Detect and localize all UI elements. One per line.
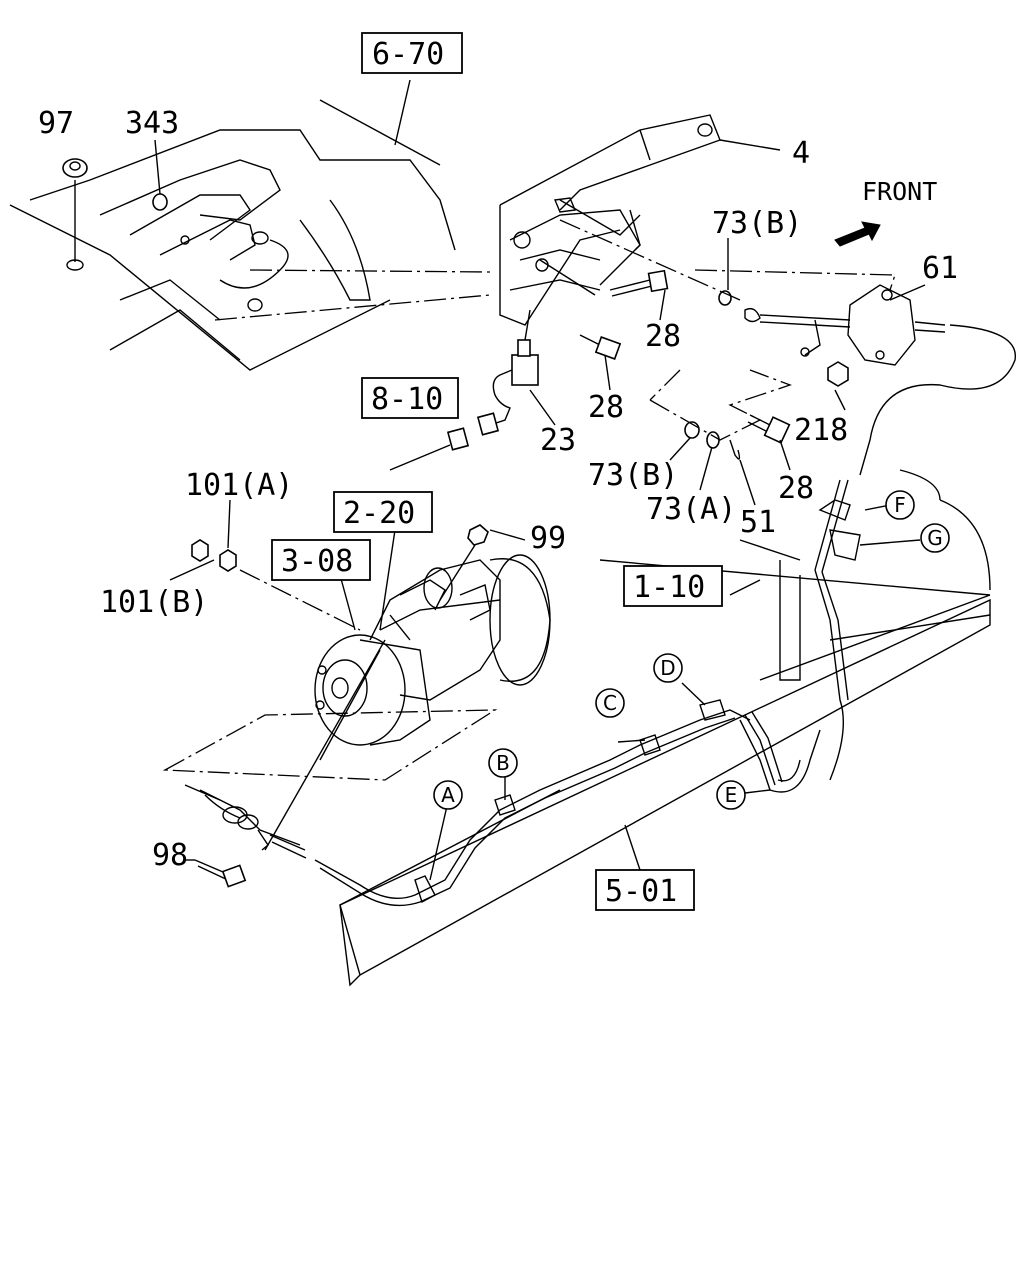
washers-73 [684,290,741,460]
ref-box-3-08: 3-08 [271,539,371,581]
nut-101a [219,499,237,572]
part-label-101a: 101(A) [185,468,293,503]
svg-text:C: C [603,691,617,715]
clip-a: A [433,780,463,810]
svg-text:D: D [660,656,675,680]
ref-box-6-70: 6-70 [361,32,463,74]
svg-text:8-10: 8-10 [371,382,443,417]
svg-text:F: F [894,493,906,517]
svg-text:A: A [441,783,455,807]
part-label-61: 61 [922,251,958,286]
nut-101b [191,539,209,562]
switch-23 [389,309,539,471]
svg-text:E: E [725,783,738,807]
clip-b: B [488,748,518,778]
part-label-23: 23 [540,423,576,458]
clip-f: F [885,490,915,520]
part-label-28-top: 28 [645,319,681,354]
bolt-98 [194,859,247,888]
svg-text:1-10: 1-10 [633,570,705,605]
svg-text:3-08: 3-08 [281,544,353,579]
svg-text:6-70: 6-70 [372,37,444,72]
bolt-28-middle [579,334,622,360]
cable-bracket-61 [744,284,1016,476]
transmission [162,554,551,781]
front-arrow-icon [834,221,881,247]
part-label-101b: 101(B) [100,585,208,620]
part-label-28-middle: 28 [588,390,624,425]
part-label-28-lower: 28 [778,471,814,506]
svg-text:G: G [927,526,943,550]
front-direction-label: FRONT [862,177,937,206]
part-label-73a: 73(A) [646,492,736,527]
ref-box-8-10: 8-10 [361,377,459,419]
part-label-218: 218 [794,413,848,448]
bolt-99 [439,524,489,601]
part-label-99: 99 [530,521,566,556]
part-label-73b-top: 73(B) [712,206,802,241]
svg-text:2-20: 2-20 [343,496,415,531]
bolt-28-lower [747,414,791,444]
grommet-97 [62,158,88,271]
svg-text:5-01: 5-01 [605,874,677,909]
bolt-28-top [609,269,669,297]
part-label-4: 4 [792,136,810,171]
clip-c: C [595,688,625,718]
part-label-51: 51 [740,505,776,540]
leader-lines [169,79,926,881]
ref-box-1-10: 1-10 [623,565,723,607]
cab-floor-panel [9,99,491,371]
clip-d: D [653,653,683,683]
plug-343 [152,139,168,211]
part-label-73b-bottom: 73(B) [588,458,678,493]
clip-e: E [716,780,746,810]
parking-brake-lever [499,114,721,326]
front-cable [184,699,783,907]
part-label-343: 343 [125,106,179,141]
ref-box-5-01: 5-01 [595,869,695,911]
part-label-97: 97 [38,106,74,141]
nut-218 [827,361,849,387]
part-label-98: 98 [152,838,188,873]
svg-text:B: B [496,751,510,775]
clip-g: G [920,523,950,553]
ref-box-2-20: 2-20 [333,491,433,533]
rear-cable [739,479,861,793]
